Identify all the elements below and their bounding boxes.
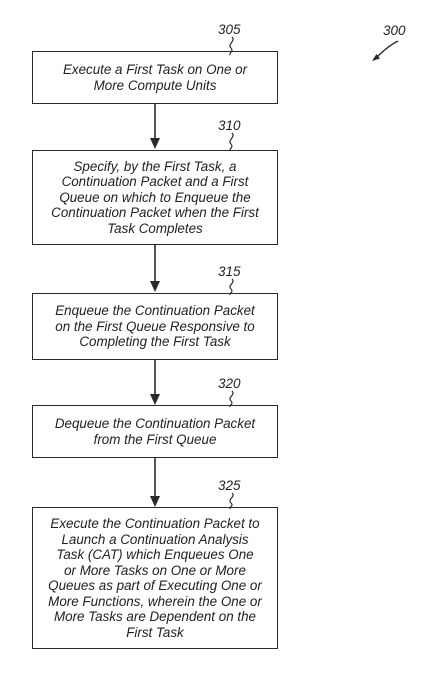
step-315-box: Enqueue the Continuation Packet on the F…	[32, 293, 278, 360]
flow-arrow-305-310	[150, 104, 160, 149]
step-305-leader	[229, 36, 234, 56]
figure-number: 300	[383, 23, 406, 38]
step-315-text: Enqueue the Continuation Packet on the F…	[55, 303, 255, 350]
step-305-text: Execute a First Task on One or More Comp…	[62, 62, 248, 93]
step-320-text: Dequeue the Continuation Packet from the…	[54, 416, 256, 447]
step-310-leader	[229, 132, 234, 152]
step-325-text: Execute the Continuation Packet to Launc…	[48, 516, 262, 640]
step-325-box: Execute the Continuation Packet to Launc…	[32, 507, 278, 649]
figure-pointer-arrow	[372, 40, 399, 61]
step-315-ref: 315	[218, 264, 241, 279]
step-320-ref: 320	[218, 376, 241, 391]
flow-arrow-310-315	[150, 245, 160, 292]
step-325-ref: 325	[218, 478, 241, 493]
flow-arrow-320-325	[150, 458, 160, 507]
step-320-box: Dequeue the Continuation Packet from the…	[32, 405, 278, 458]
step-310-box: Specify, by the First Task, a Continuati…	[32, 150, 278, 245]
step-305-ref: 305	[218, 22, 241, 37]
step-310-ref: 310	[218, 118, 241, 133]
step-310-text: Specify, by the First Task, a Continuati…	[51, 158, 259, 236]
step-305-box: Execute a First Task on One or More Comp…	[32, 51, 278, 104]
flow-arrow-315-320	[150, 360, 160, 405]
